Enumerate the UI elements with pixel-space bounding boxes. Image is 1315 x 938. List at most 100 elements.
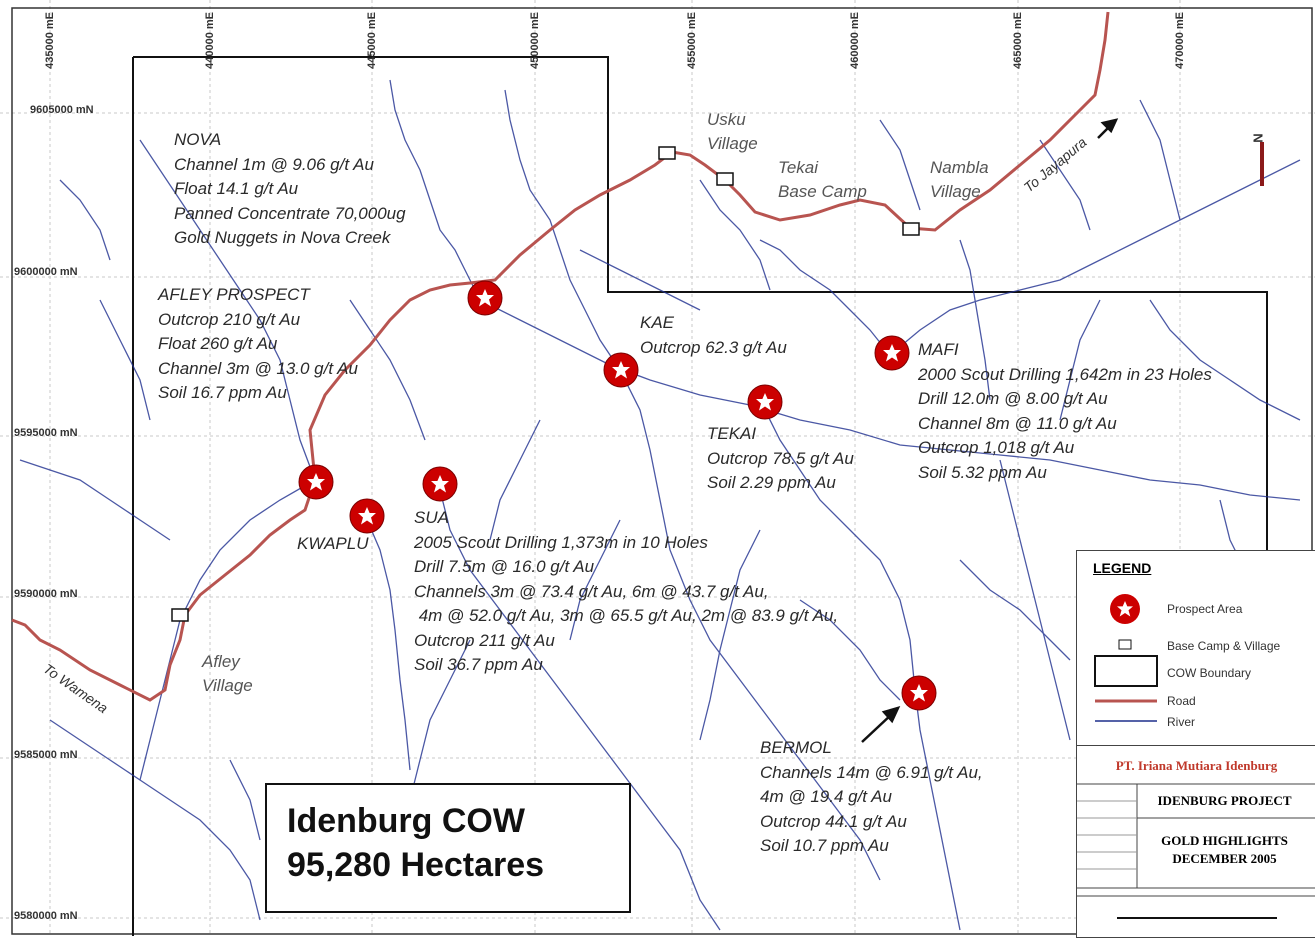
afley-annotation: AFLEY PROSPECT Outcrop 210 g/t Au Float … [158,283,358,406]
afley-line: Channel 3m @ 13.0 g/t Au [158,358,358,378]
prospect-marker-nova [467,280,503,316]
usku-village-marker [658,146,676,160]
tekai-line: Outcrop 78.5 g/t Au [707,448,854,468]
sua-line: Channels 3m @ 73.4 g/t Au, 6m @ 43.7 g/t… [414,581,769,601]
tekai-camp-name: Tekai [778,158,819,177]
tekai-camp-marker [716,172,734,186]
arrows [861,118,1119,743]
cow-boundary-symbol-icon [1094,655,1158,687]
sua-line: Outcrop 211 g/t Au [414,630,555,650]
sua-line: 2005 Scout Drilling 1,373m in 10 Holes [414,532,708,552]
prospect-marker-bermol [901,675,937,711]
legend-item-river: River [1167,715,1196,729]
river-network [19,79,1301,931]
nova-annotation: NOVA Channel 1m @ 9.06 g/t Au Float 14.1… [174,128,406,251]
afley-line: Float 260 g/t Au [158,334,278,353]
usku-type: Village [707,134,758,153]
usku-name: Usku [707,110,746,129]
project-name: IDENBURG PROJECT [1157,793,1292,808]
kae-annotation: KAE Outcrop 62.3 g/t Au [640,311,787,360]
kwaplu-label: KWAPLU [297,534,369,553]
legend-title: LEGEND [1093,560,1152,576]
nova-line: Channel 1m @ 9.06 g/t Au [174,154,374,174]
nova-line: Gold Nuggets in Nova Creek [174,228,391,247]
company-name: PT. Iriana Mutiara Idenburg [1115,758,1278,773]
northing-label: 9605000 mN [30,104,94,116]
easting-label: 465000 mE [1012,12,1024,69]
legend-item-road: Road [1167,694,1196,708]
title-block: PT. Iriana Mutiara Idenburg IDENBURG PRO… [1076,745,1315,938]
mafi-line: 2000 Scout Drilling 1,642m in 23 Holes [918,364,1212,384]
kae-title: KAE [640,313,675,332]
prospect-marker-kwaplu [349,498,385,534]
sua-line: Drill 7.5m @ 16.0 g/t Au [414,557,595,576]
mafi-line: Outcrop 1,018 g/t Au [918,438,1075,457]
bermol-line: Soil 10.7 ppm Au [760,836,889,855]
map-frame [11,7,1313,935]
mafi-line: Channel 8m @ 11.0 g/t Au [918,413,1117,433]
afley-village-type: Village [202,676,253,695]
title-line-2: DECEMBER 2005 [1172,851,1277,866]
afley-title: AFLEY PROSPECT [158,285,310,304]
prospect-marker-sua [422,466,458,502]
nambla-name: Nambla [930,158,989,177]
roads [11,11,1110,702]
legend-item-prospect: Prospect Area [1167,602,1243,616]
northing-label: 9585000 mN [14,749,78,761]
bermol-title: BERMOL [760,738,832,757]
easting-label: 455000 mE [686,12,698,69]
easting-label: 450000 mE [529,12,541,69]
prospect-marker-tekai [747,384,783,420]
afley-line: Outcrop 210 g/t Au [158,309,301,329]
village-markers [171,146,920,622]
afley-village-marker [171,608,189,622]
cow-area: 95,280 Hectares [287,846,545,884]
camp-symbol-icon [1118,639,1132,650]
north-label: N [1250,133,1266,143]
easting-label: 440000 mE [204,12,216,69]
cow-boundary [132,56,1268,936]
northing-label: 9600000 mN [14,266,78,278]
legend-item-camp: Base Camp & Village [1167,639,1281,653]
afley-village-label: Afley Village [202,650,253,698]
sua-line: 4m @ 52.0 g/t Au, 3m @ 65.5 g/t Au, 2m @… [414,606,839,625]
kae-line: Outcrop 62.3 g/t Au [640,337,787,357]
mafi-title: MAFI [918,340,959,359]
easting-label: 460000 mE [849,12,861,69]
usku-village-label: Usku Village [707,108,758,156]
cow-info-box: Idenburg COW 95,280 Hectares [265,783,631,913]
nambla-type: Village [930,182,981,201]
map-legend: LEGEND Prospect Area Base Camp & Village… [1076,550,1315,747]
sua-line: Soil 36.7 ppm Au [414,655,543,674]
cow-name: Idenburg COW [287,802,525,840]
prospect-marker-kae [603,352,639,388]
sua-title: SUA [414,508,449,527]
nova-line: Panned Concentrate 70,000ug [174,203,406,223]
tekai-camp-type: Base Camp [778,182,867,201]
tekai-annotation: TEKAI Outcrop 78.5 g/t Au Soil 2.29 ppm … [707,422,854,496]
bermol-line: Outcrop 44.1 g/t Au [760,811,907,831]
afley-line: Soil 16.7 ppm Au [158,383,287,402]
mafi-annotation: MAFI 2000 Scout Drilling 1,642m in 23 Ho… [918,338,1212,485]
bermol-line: 4m @ 19.4 g/t Au [760,787,892,806]
sua-annotation: SUA 2005 Scout Drilling 1,373m in 10 Hol… [414,506,838,678]
tekai-camp-label: Tekai Base Camp [778,156,867,204]
mafi-line: Soil 5.32 ppm Au [918,462,1047,482]
easting-label: 470000 mE [1174,12,1186,69]
northing-label: 9590000 mN [14,588,78,600]
prospect-markers [298,280,937,711]
title-line-1: GOLD HIGHLIGHTS [1161,833,1288,848]
easting-label: 435000 mE [44,12,56,69]
tekai-line: Soil 2.29 ppm Au [707,473,836,492]
mafi-line: Drill 12.0m @ 8.00 g/t Au [918,389,1108,408]
nambla-village-marker [902,222,920,236]
prospect-marker-mafi [874,335,910,371]
prospect-marker-afley [298,464,334,500]
legend-item-cow: COW Boundary [1167,666,1252,680]
nambla-village-label: Nambla Village [930,156,989,204]
northing-label: 9580000 mN [14,910,78,922]
tekai-title: TEKAI [707,424,757,443]
bermol-annotation: BERMOL Channels 14m @ 6.91 g/t Au, 4m @ … [760,736,983,859]
legend-symbols [1094,594,1158,722]
